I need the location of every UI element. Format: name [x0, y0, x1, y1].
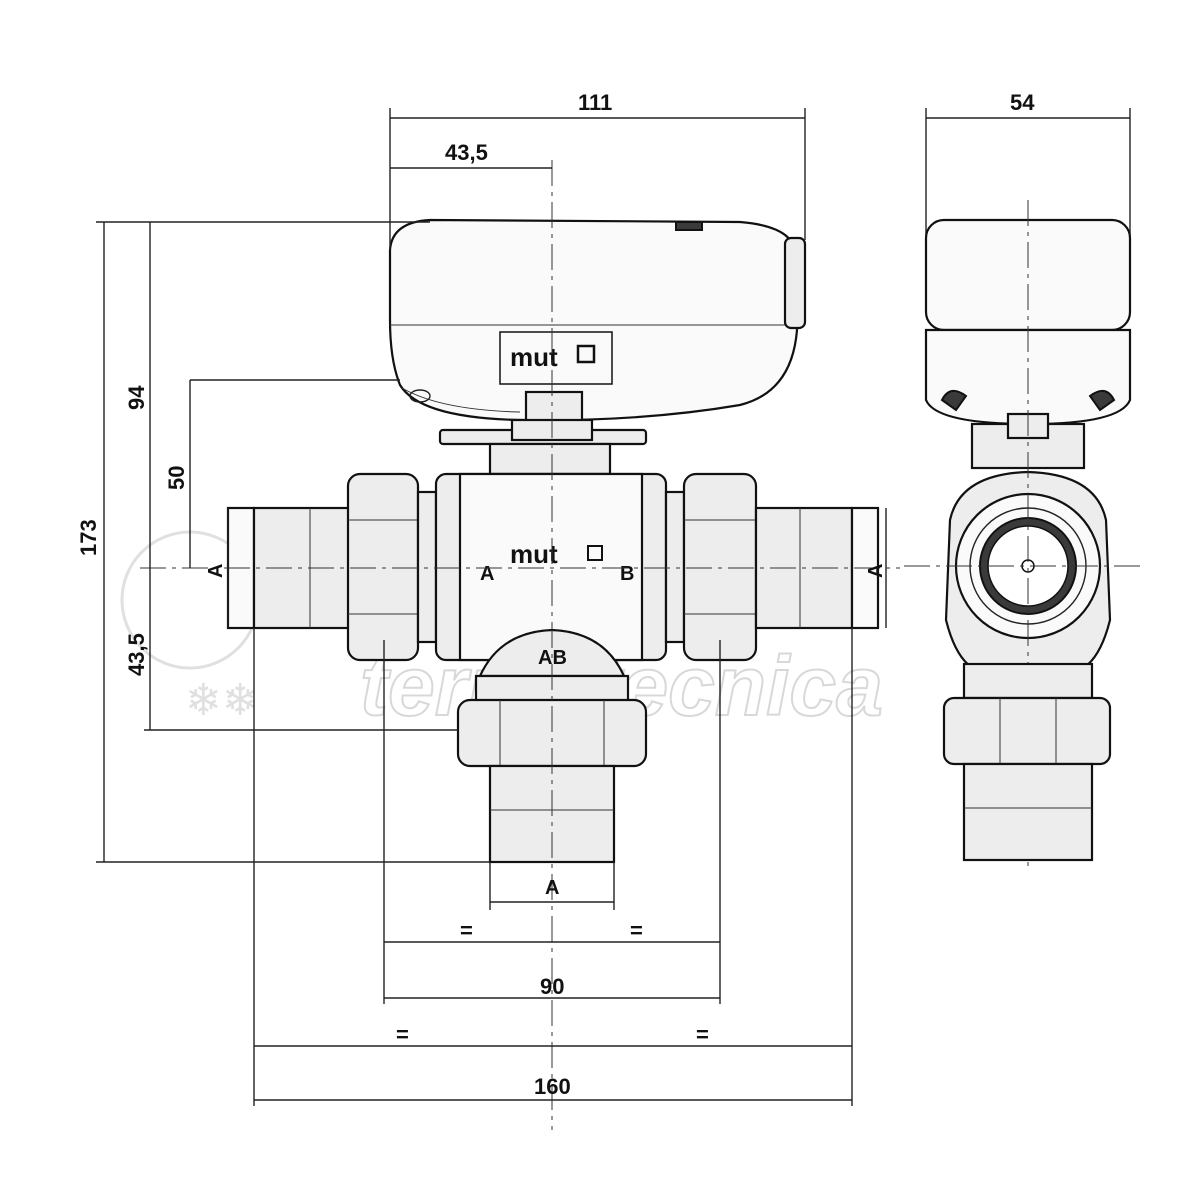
dim-111: 111 — [578, 90, 612, 115]
port-label-body-right: B — [620, 563, 634, 585]
actuator-logo-square-icon — [576, 344, 596, 364]
snowflake-icon: ❄❄ — [185, 675, 259, 726]
right-collar — [664, 490, 686, 644]
actuator-side-foot-left — [940, 389, 968, 412]
actuator-side-connector — [783, 236, 807, 330]
dim-173: 173 — [76, 519, 101, 556]
port-label-right: A — [865, 564, 887, 578]
body-logo: mut — [510, 539, 558, 569]
side-lower-pipe — [962, 762, 1094, 862]
side-lower-collar — [962, 662, 1094, 700]
bracket-neck — [488, 442, 612, 476]
actuator-logo: mut — [510, 342, 558, 372]
side-view: 54 — [904, 90, 1146, 870]
actuator-top-tab — [675, 221, 703, 231]
dim-equal-outer-right: = — [696, 1022, 709, 1047]
body-logo-square-icon — [587, 545, 603, 561]
dim-equal-inner-right: = — [630, 918, 643, 943]
dim-54: 54 — [1010, 90, 1035, 115]
dim-160: 160 — [534, 1074, 571, 1099]
dim-43-5-top: 43,5 — [445, 140, 488, 165]
dim-94: 94 — [124, 385, 149, 410]
actuator-housing — [388, 218, 799, 422]
dim-43-5-lower: 43,5 — [124, 633, 149, 676]
dim-equal-inner-left: = — [460, 918, 473, 943]
left-union-nut — [346, 472, 420, 662]
right-union-nut — [682, 472, 758, 662]
dim-50: 50 — [164, 466, 189, 490]
dimensions-front: 111 43,5 173 94 50 43,5 A A A = — [76, 90, 887, 1106]
port-label-body-left: A — [480, 563, 494, 585]
center-lines — [140, 160, 900, 1130]
actuator-stem — [524, 390, 584, 424]
actuator-screw — [409, 389, 431, 403]
dim-90: 90 — [540, 974, 564, 999]
actuator-side-foot-right — [1088, 389, 1116, 412]
actuator-front: mut — [388, 218, 807, 476]
port-label-left: A — [205, 564, 227, 578]
dim-equal-outer-left: = — [396, 1022, 409, 1047]
port-label-bottom: A — [545, 877, 559, 899]
side-lower-nut — [942, 696, 1112, 766]
left-collar — [416, 490, 438, 644]
